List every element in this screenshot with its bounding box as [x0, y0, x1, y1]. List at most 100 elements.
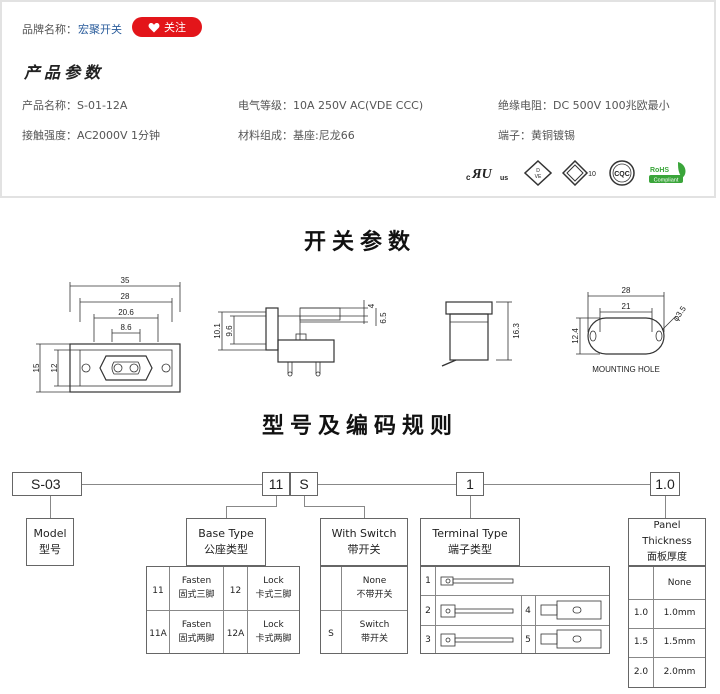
dim-6-5: 6.5	[379, 312, 388, 324]
enec-cert-icon: 10	[562, 160, 596, 186]
connector-line	[226, 506, 227, 518]
base-code: 11A	[149, 629, 167, 639]
dim-35: 35	[121, 276, 130, 285]
dim-hole-12-4: 12.4	[571, 328, 580, 344]
terminal-code: 3	[425, 635, 431, 645]
heart-icon	[148, 22, 160, 32]
with-switch-header: With Switch 带开关	[320, 518, 408, 566]
svg-text:D: D	[536, 168, 540, 174]
brand-name-link[interactable]: 宏聚开关	[78, 23, 122, 36]
connector-line	[484, 484, 650, 485]
svg-text:VE: VE	[535, 174, 542, 180]
terminal-tab-icon	[540, 600, 602, 620]
panel-thickness-cn: 面板厚度	[647, 552, 687, 563]
base-desc-en: Lock	[263, 620, 284, 630]
connector-line	[304, 496, 305, 506]
dim-4: 4	[367, 303, 376, 308]
side-view-drawing: 4 6.5 10.1 9.6	[213, 300, 388, 377]
connector-line	[318, 484, 456, 485]
top-view-drawing: 16.3	[441, 301, 521, 367]
connector-line	[82, 484, 262, 485]
follow-button[interactable]: 关注	[132, 17, 202, 37]
base-type-table: 11 Fasten 固式三脚 12 Lock 卡式三脚 11A Fasten 固…	[146, 566, 300, 654]
param-terminal: 端子：黄铜镀锡	[498, 129, 575, 142]
terminal-pin-icon	[440, 633, 514, 647]
base-desc-cn: 固式三脚	[178, 590, 215, 600]
param-product-name: 产品名称：S-01-12A	[22, 99, 128, 112]
coding-title: 型号及编码规则	[261, 414, 458, 439]
switch-code: S	[328, 629, 334, 639]
base-desc-en: Fasten	[181, 576, 212, 586]
base-desc-en: Lock	[263, 576, 284, 586]
dim-16-3: 16.3	[512, 323, 521, 339]
connector-line	[304, 506, 365, 507]
connector-line	[226, 506, 277, 507]
with-switch-cn: 带开关	[347, 543, 381, 556]
panel-value: 1.5mm	[663, 637, 696, 647]
dim-hole-phi: φ3.5	[671, 304, 688, 323]
model-header: Model 型号	[26, 518, 74, 566]
panel-code: 2.0	[633, 667, 649, 677]
connector-line	[276, 496, 277, 506]
connector-line	[50, 496, 51, 518]
param-electrical-rating: 电气等级：10A 250V AC(VDE CCC)	[238, 99, 424, 112]
dim-28: 28	[121, 292, 130, 301]
panel-thickness-header: Panel Thickness 面板厚度	[628, 518, 706, 566]
code-box-terminal: 1	[456, 472, 484, 496]
with-switch-en: With Switch	[331, 527, 397, 540]
terminal-type-table: 1 2 3 4 5	[420, 566, 610, 654]
connector-line	[364, 506, 365, 518]
base-type-en: Base Type	[198, 527, 254, 540]
connector-line	[470, 496, 471, 518]
model-en: Model	[33, 527, 67, 540]
mounting-hole-drawing: 28 21 φ3.5 12.4 MOUNTING HOLE	[571, 286, 688, 374]
base-code: 12	[229, 586, 242, 596]
terminal-code: 1	[425, 576, 431, 586]
param-material: 材料组成：基座:尼龙66	[238, 129, 355, 142]
rohs-cert-icon: RoHS Compliant	[649, 162, 686, 184]
model-cn: 型号	[39, 543, 61, 556]
terminal-type-en: Terminal Type	[432, 527, 508, 540]
param-insulation: 绝缘电阻：DC 500V 100兆欧最小	[498, 99, 670, 112]
mounting-hole-label: MOUNTING HOLE	[592, 365, 660, 374]
param-contact-strength: 接触强度：AC2000V 1分钟	[22, 129, 161, 142]
base-desc-cn: 固式两脚	[178, 634, 215, 644]
base-desc-cn: 卡式三脚	[255, 590, 292, 600]
connector-line	[665, 496, 666, 518]
panel-value: None	[667, 578, 692, 588]
terminal-code: 5	[525, 635, 531, 645]
terminal-pin-icon	[440, 604, 514, 618]
dim-hole-21: 21	[622, 302, 631, 311]
svg-text:CQC: CQC	[614, 171, 630, 178]
svg-text:us: us	[500, 175, 508, 182]
switch-desc-cn: 不带开关	[356, 590, 393, 600]
base-desc-cn: 卡式两脚	[255, 634, 292, 644]
panel-value: 1.0mm	[663, 608, 696, 618]
brand-label: 品牌名称：	[22, 23, 77, 36]
dim-10-1: 10.1	[213, 323, 222, 339]
panel-code: 1.0	[633, 608, 649, 618]
dim-9-6: 9.6	[225, 325, 234, 337]
with-switch-table: None 不带开关 S Switch 带开关	[320, 566, 408, 654]
base-type-cn: 公座类型	[204, 543, 248, 556]
panel-thickness-en: Panel Thickness	[642, 520, 692, 547]
panel-thickness-table: None 1.0 1.0mm 1.5 1.5mm 2.0 2.0mm	[628, 566, 706, 688]
panel-code: 1.5	[633, 637, 649, 647]
product-info-card: 品牌名称： 宏聚开关 关注 产品参数 产品名称：S-01-12A 电气等级：10…	[0, 0, 716, 198]
follow-label: 关注	[164, 21, 186, 34]
switch-desc-en: Switch	[359, 620, 390, 630]
front-view-drawing: 35 28 20.6 8.6 15 12	[32, 276, 181, 393]
switch-desc-en: None	[362, 576, 387, 586]
svg-text:10: 10	[588, 171, 596, 178]
base-type-header: Base Type 公座类型	[186, 518, 266, 566]
vde-cert-icon: D VE	[524, 160, 552, 186]
terminal-code: 2	[425, 606, 431, 616]
ul-cert-icon: c ЯU us	[466, 167, 508, 182]
dim-8-6: 8.6	[120, 323, 132, 332]
svg-text:ЯU: ЯU	[471, 167, 493, 182]
terminal-pin-icon	[440, 576, 514, 586]
cqc-cert-icon: CQC	[609, 160, 635, 186]
code-box-switch: S	[290, 472, 318, 496]
code-box-base: 11	[262, 472, 290, 496]
code-box-panel: 1.0	[650, 472, 680, 496]
